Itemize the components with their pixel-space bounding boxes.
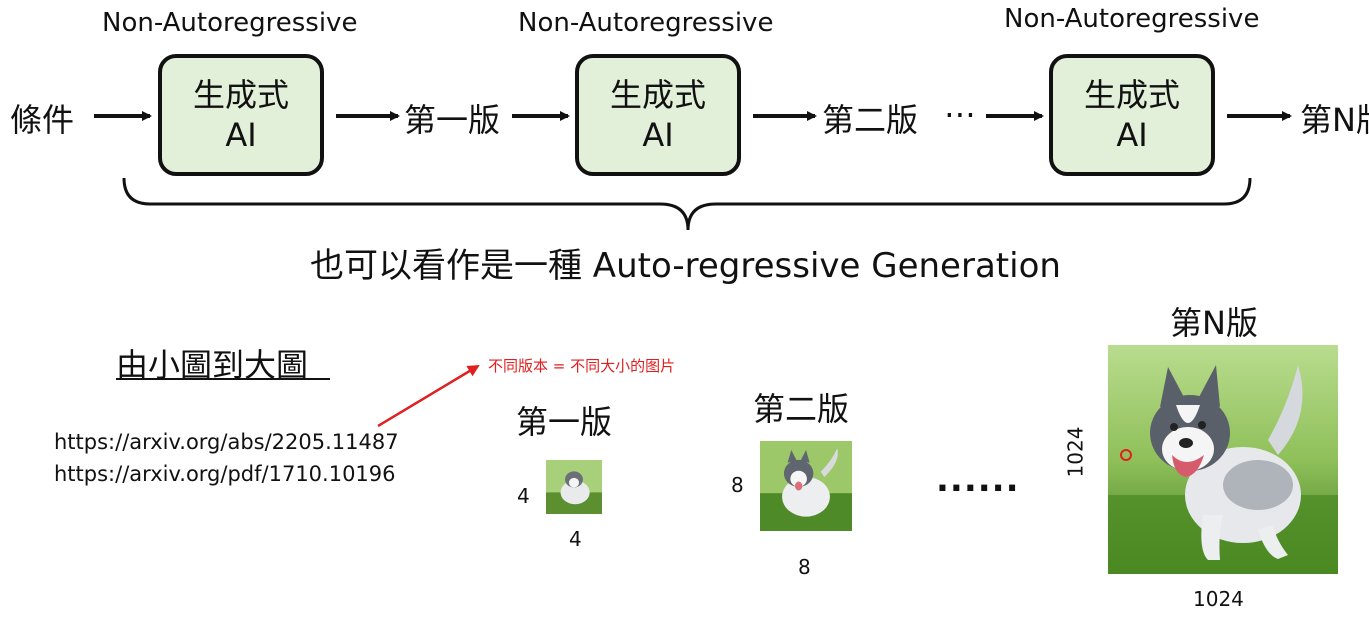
box-title: 生成式 bbox=[1083, 76, 1180, 114]
stage-label-2: Non-Autoregressive bbox=[518, 8, 774, 38]
box-subtitle: AI bbox=[642, 116, 674, 154]
imageN-height-label: 1024 bbox=[1063, 426, 1088, 478]
versionN-label: 第N版 bbox=[1300, 101, 1369, 139]
section-heading: 由小圖到大圖 bbox=[116, 346, 309, 384]
ellipsis: ⋯ bbox=[944, 95, 976, 133]
image2-width-label: 8 bbox=[798, 555, 811, 579]
reference-link-1[interactable]: https://arxiv.org/abs/2205.11487 bbox=[54, 430, 399, 454]
red-annotation-arrow bbox=[377, 364, 480, 428]
husky-image-4px bbox=[546, 460, 602, 514]
image1-width-label: 4 bbox=[569, 527, 582, 551]
progression-dots: ...... bbox=[936, 460, 1020, 500]
version1-caption: 第一版 bbox=[516, 403, 613, 441]
red-annotation: 不同版本 = 不同大小的图片 bbox=[488, 357, 676, 375]
box-subtitle: AI bbox=[1116, 116, 1148, 154]
version2-label: 第二版 bbox=[822, 101, 919, 139]
image2-height-label: 8 bbox=[731, 473, 744, 497]
box-title: 生成式 bbox=[609, 76, 706, 114]
version2-caption: 第二版 bbox=[753, 390, 850, 428]
brace-caption: 也可以看作是一種 Auto-regressive Generation bbox=[310, 246, 1061, 286]
box-subtitle: AI bbox=[225, 116, 257, 154]
generative-ai-box-2: 生成式 AI bbox=[575, 54, 741, 176]
stage-label-3: Non-Autoregressive bbox=[1004, 4, 1260, 34]
box-title: 生成式 bbox=[192, 76, 289, 114]
imageN-width-label: 1024 bbox=[1193, 587, 1244, 611]
version1-label: 第一版 bbox=[404, 101, 501, 139]
versionN-caption: 第N版 bbox=[1170, 304, 1258, 342]
husky-image-1024px bbox=[1108, 345, 1338, 574]
cursor-indicator bbox=[1120, 449, 1132, 461]
image1-height-label: 4 bbox=[517, 484, 530, 508]
condition-label: 條件 bbox=[10, 101, 75, 139]
generative-ai-box-1: 生成式 AI bbox=[158, 54, 324, 176]
stage-label-1: Non-Autoregressive bbox=[102, 8, 358, 38]
husky-image-8px bbox=[760, 441, 852, 531]
generative-ai-box-3: 生成式 AI bbox=[1049, 54, 1215, 176]
curly-brace bbox=[122, 177, 1252, 231]
reference-link-2[interactable]: https://arxiv.org/pdf/1710.10196 bbox=[54, 462, 396, 486]
